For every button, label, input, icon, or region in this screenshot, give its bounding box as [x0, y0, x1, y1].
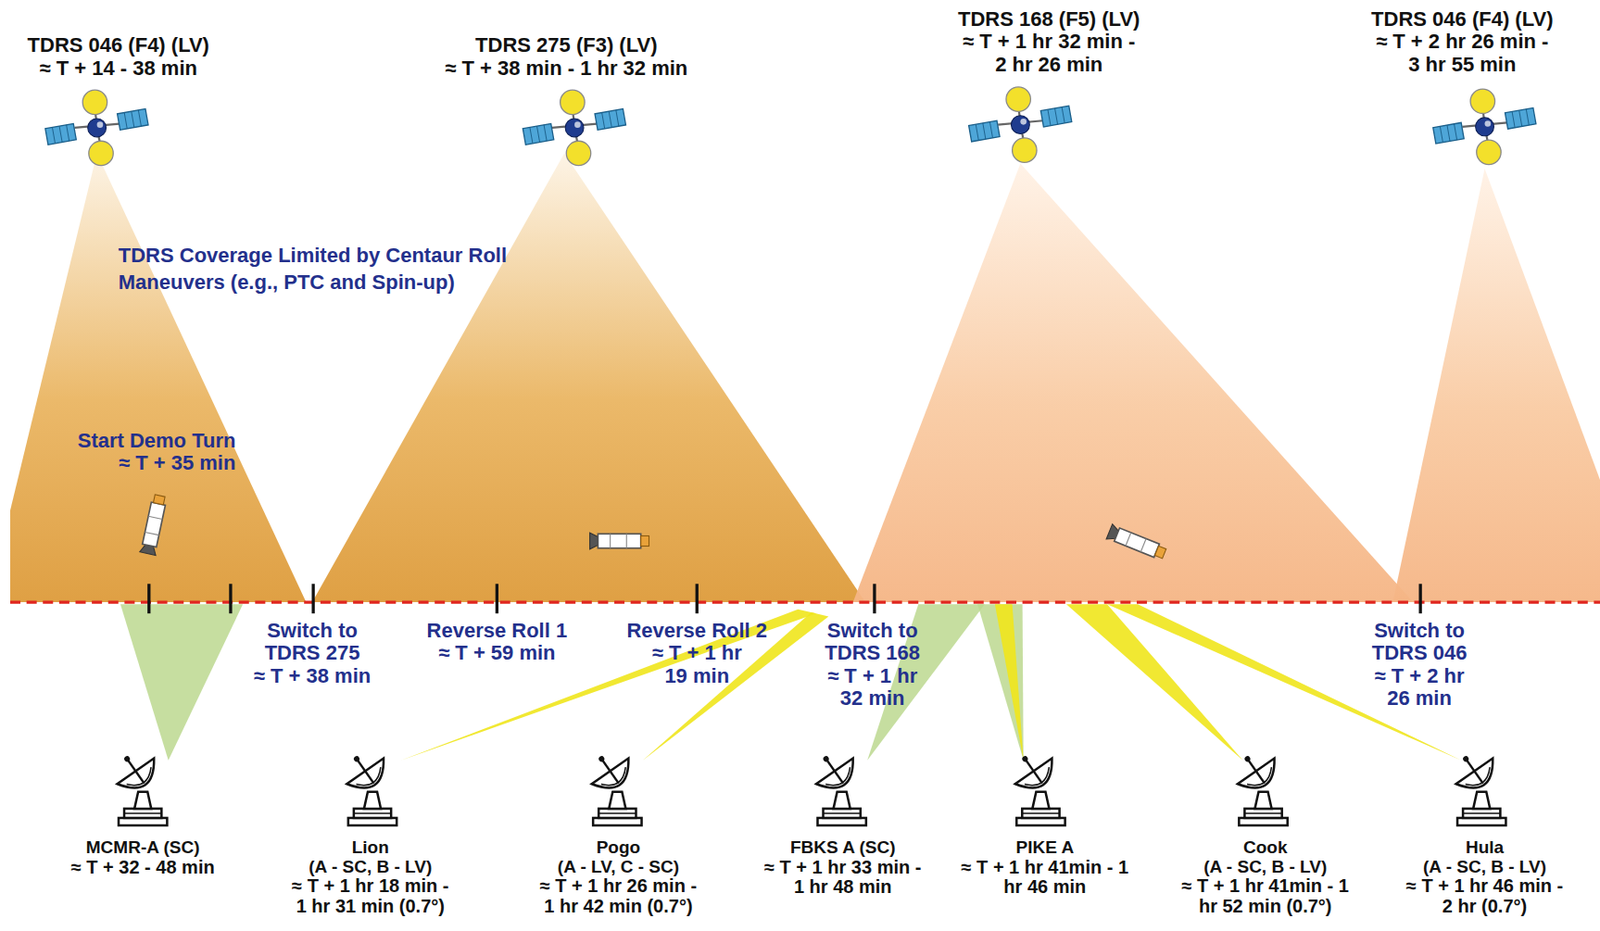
stn-name-label: Cook	[1181, 838, 1350, 858]
stn-name-label: Lion	[286, 838, 455, 858]
label-group: TDRS 046 (F4) (LV)≈ T + 2 hr 26 min - 3 …	[1371, 8, 1553, 77]
label-group: Switch to TDRS 046≈ T + 2 hr 26 min	[1363, 619, 1475, 712]
evt-label: ≈ T + 59 min	[427, 642, 568, 666]
coverage-cone	[312, 152, 866, 603]
label-group: Pogo(A - LV, C - SC)≈ T + 1 hr 26 min - …	[533, 838, 703, 917]
stn-time-label: ≈ T + 1 hr 33 min - 1 hr 48 min	[758, 857, 928, 898]
sat-label: ≈ T + 14 - 38 min	[27, 57, 210, 81]
sat-label: TDRS 046 (F4) (LV)	[27, 34, 210, 58]
sat-label: ≈ T + 2 hr 26 min - 3 hr 55 min	[1371, 30, 1553, 76]
label-group: Reverse Roll 1≈ T + 59 min	[427, 619, 568, 666]
stn-name-label: PIKE A	[960, 838, 1130, 858]
ground-beam	[977, 604, 1024, 761]
ground-antenna	[336, 743, 397, 826]
event-tick	[495, 583, 499, 614]
evt-label: Reverse Roll 2	[626, 619, 768, 643]
evt-label: ≈ T + 2 hr 26 min	[1368, 665, 1471, 711]
ground-beam	[401, 609, 817, 761]
evt-label: Switch to TDRS 168	[817, 619, 929, 666]
coverage-cones	[10, 152, 1600, 603]
sat-label: ≈ T + 38 min - 1 hr 32 min	[444, 57, 688, 81]
evt-label: Switch to TDRS 046	[1363, 619, 1475, 666]
centaur-stage	[139, 493, 169, 555]
label-group: Switch to TDRS 168≈ T + 1 hr 32 min	[817, 619, 929, 712]
label-group: Cook(A - SC, B - LV)≈ T + 1 hr 41min - 1…	[1181, 838, 1350, 917]
ground-beams	[120, 604, 1462, 761]
label-group: Hula(A - SC, B - LV)≈ T + 1 hr 46 min - …	[1400, 838, 1570, 917]
label-group: TDRS Coverage Limited by Centaur Roll Ma…	[118, 242, 536, 296]
label-group: Reverse Roll 2≈ T + 1 hr 19 min	[626, 619, 768, 689]
stn-name-label: (A - SC, B - LV)	[1181, 857, 1350, 878]
label-group: PIKE A≈ T + 1 hr 41min - 1 hr 46 min	[960, 838, 1130, 898]
stn-name-label: MCMR-A (SC)	[71, 838, 215, 858]
evt-label: ≈ T + 38 min	[253, 665, 371, 689]
ground-antenna	[1227, 743, 1288, 826]
evt-label: Switch to TDRS 275	[256, 619, 368, 666]
event-tick	[695, 583, 699, 614]
evt-label: ≈ T + 1 hr 19 min	[645, 642, 748, 688]
sat-label: TDRS 168 (F5) (LV)	[957, 8, 1140, 32]
ground-antenna	[581, 743, 643, 826]
coverage-cone	[10, 152, 306, 603]
label-group: Start Demo Turn≈ T + 35 min	[77, 429, 237, 476]
label-group: TDRS 275 (F3) (LV)≈ T + 38 min - 1 hr 32…	[444, 34, 688, 80]
centaur-stage	[590, 532, 650, 550]
stn-time-label: ≈ T + 1 hr 26 min - 1 hr 42 min (0.7°)	[533, 876, 703, 917]
stn-time-label: ≈ T + 32 - 48 min	[71, 857, 215, 879]
label-group: TDRS 046 (F4) (LV)≈ T + 14 - 38 min	[27, 34, 210, 80]
stn-time-label: ≈ T + 1 hr 41min - 1 hr 46 min	[960, 857, 1130, 898]
label-group: FBKS A (SC)≈ T + 1 hr 33 min - 1 hr 48 m…	[758, 838, 928, 898]
label-group: TDRS 168 (F5) (LV)≈ T + 1 hr 32 min - 2 …	[957, 8, 1140, 77]
event-tick	[147, 583, 151, 614]
ground-beam	[1066, 604, 1244, 761]
stn-name-label: (A - LV, C - SC)	[533, 857, 703, 878]
stn-name-label: FBKS A (SC)	[758, 838, 928, 858]
label-group: Switch to TDRS 275≈ T + 38 min	[253, 619, 371, 689]
stn-name-label: Hula	[1400, 838, 1570, 858]
event-tick	[872, 583, 876, 614]
event-tick	[228, 583, 232, 614]
stn-time-label: ≈ T + 1 hr 41min - 1 hr 52 min (0.7°)	[1181, 876, 1350, 917]
stn-time-label: ≈ T + 1 hr 18 min - 1 hr 31 min (0.7°)	[286, 876, 455, 917]
satellites	[44, 87, 1537, 166]
evt-label: ≈ T + 35 min	[77, 452, 237, 476]
note-label: TDRS Coverage Limited by Centaur Roll Ma…	[118, 242, 536, 296]
sat-label: TDRS 046 (F4) (LV)	[1371, 8, 1553, 32]
event-tick	[311, 583, 315, 614]
tdrs-satellite	[968, 87, 1072, 164]
coverage-cone	[1392, 168, 1600, 603]
ground-antenna	[107, 743, 168, 826]
tdrs-satellite	[522, 89, 627, 166]
stn-time-label: ≈ T + 1 hr 46 min - 2 hr (0.7°)	[1400, 876, 1570, 917]
evt-label: Reverse Roll 1	[427, 619, 568, 643]
sat-label: ≈ T + 1 hr 32 min - 2 hr 26 min	[957, 30, 1140, 76]
ground-stations	[107, 743, 1507, 826]
stn-name-label: Pogo	[533, 838, 703, 858]
centaur-vehicles	[139, 493, 1168, 562]
ground-antenna	[1005, 743, 1066, 826]
ground-antenna	[1446, 743, 1507, 826]
stn-name-label: (A - SC, B - LV)	[1400, 857, 1570, 878]
evt-label: ≈ T + 1 hr 32 min	[821, 665, 924, 711]
stn-name-label: (A - SC, B - LV)	[286, 857, 455, 878]
centaur-stage	[1106, 524, 1168, 562]
trajectory-line	[10, 600, 1600, 604]
label-group: Lion(A - SC, B - LV)≈ T + 1 hr 18 min - …	[286, 838, 455, 917]
evt-label: Start Demo Turn	[77, 429, 237, 454]
label-group: MCMR-A (SC)≈ T + 32 - 48 min	[71, 838, 215, 878]
ground-beam	[995, 604, 1024, 761]
ground-antenna	[806, 743, 867, 826]
coverage-cone	[853, 163, 1414, 603]
sat-label: TDRS 275 (F3) (LV)	[444, 34, 688, 58]
event-tick	[1419, 583, 1423, 614]
tdrs-satellite	[44, 89, 149, 166]
event-ticks	[149, 583, 1421, 614]
tdrs-satellite	[1432, 88, 1537, 165]
ground-beam	[120, 604, 243, 761]
